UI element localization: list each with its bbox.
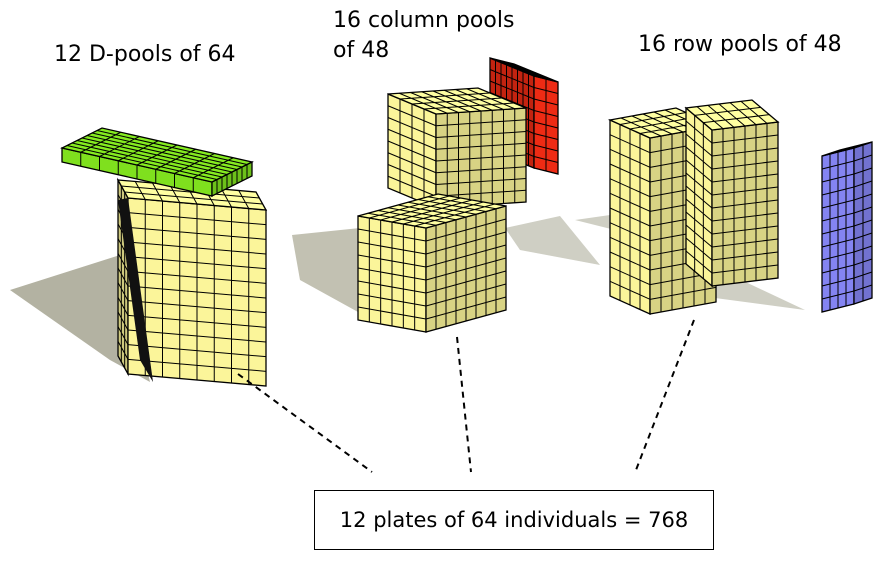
row-pool-block-2 <box>684 99 780 288</box>
column-pools-label: 16 column pools of 48 <box>333 8 515 63</box>
row-pool-blue-slab-top-face <box>821 141 873 157</box>
d-pool-green-slab <box>60 127 254 198</box>
d-pools-label: 12 D-pools of 64 <box>54 42 236 67</box>
summary-box: 12 plates of 64 individuals = 768 <box>314 490 714 550</box>
row-pool-blue-slab-side-face <box>853 141 873 305</box>
d-pool-plate-stack-front-face <box>127 197 267 387</box>
column-pool-upper-block <box>387 87 527 209</box>
d-pool-block-shadow-side <box>118 198 153 382</box>
row-pool-block-2-front-face <box>685 106 713 288</box>
shadow-middle <box>292 228 360 312</box>
row-pool-blue-slab <box>821 141 873 313</box>
d-pool-plate-stack-top-face <box>116 179 268 211</box>
row-pool-blue-slab-front-face <box>821 147 855 313</box>
connectors <box>237 319 695 473</box>
row-pool-block-2-top-face <box>684 99 780 131</box>
row-pool-block-2-side-face <box>711 121 779 287</box>
shadow-left <box>10 255 150 382</box>
column-pool-upper-block-top-face <box>387 87 527 115</box>
connector-column-pools <box>456 336 472 473</box>
connector-row-pools <box>635 319 695 471</box>
column-pool-lower-block-top-face <box>357 193 507 229</box>
summary-text: 12 plates of 64 individuals = 768 <box>339 508 689 532</box>
column-pool-upper-block-side-face <box>435 107 527 209</box>
column-pool-lower-block-front-face <box>357 215 427 333</box>
shadow-middle-right <box>505 216 600 265</box>
row-pool-block-1-front-face <box>609 118 651 316</box>
column-pool-lower-block <box>357 193 507 333</box>
d-pool-green-slab-top-face <box>60 127 254 183</box>
row-pools-label: 16 row pools of 48 <box>638 32 842 57</box>
column-pool-red-slab-top-face <box>489 57 559 83</box>
connector-d-pools <box>237 373 373 473</box>
column-pool-red-slab-front-face <box>533 75 559 175</box>
